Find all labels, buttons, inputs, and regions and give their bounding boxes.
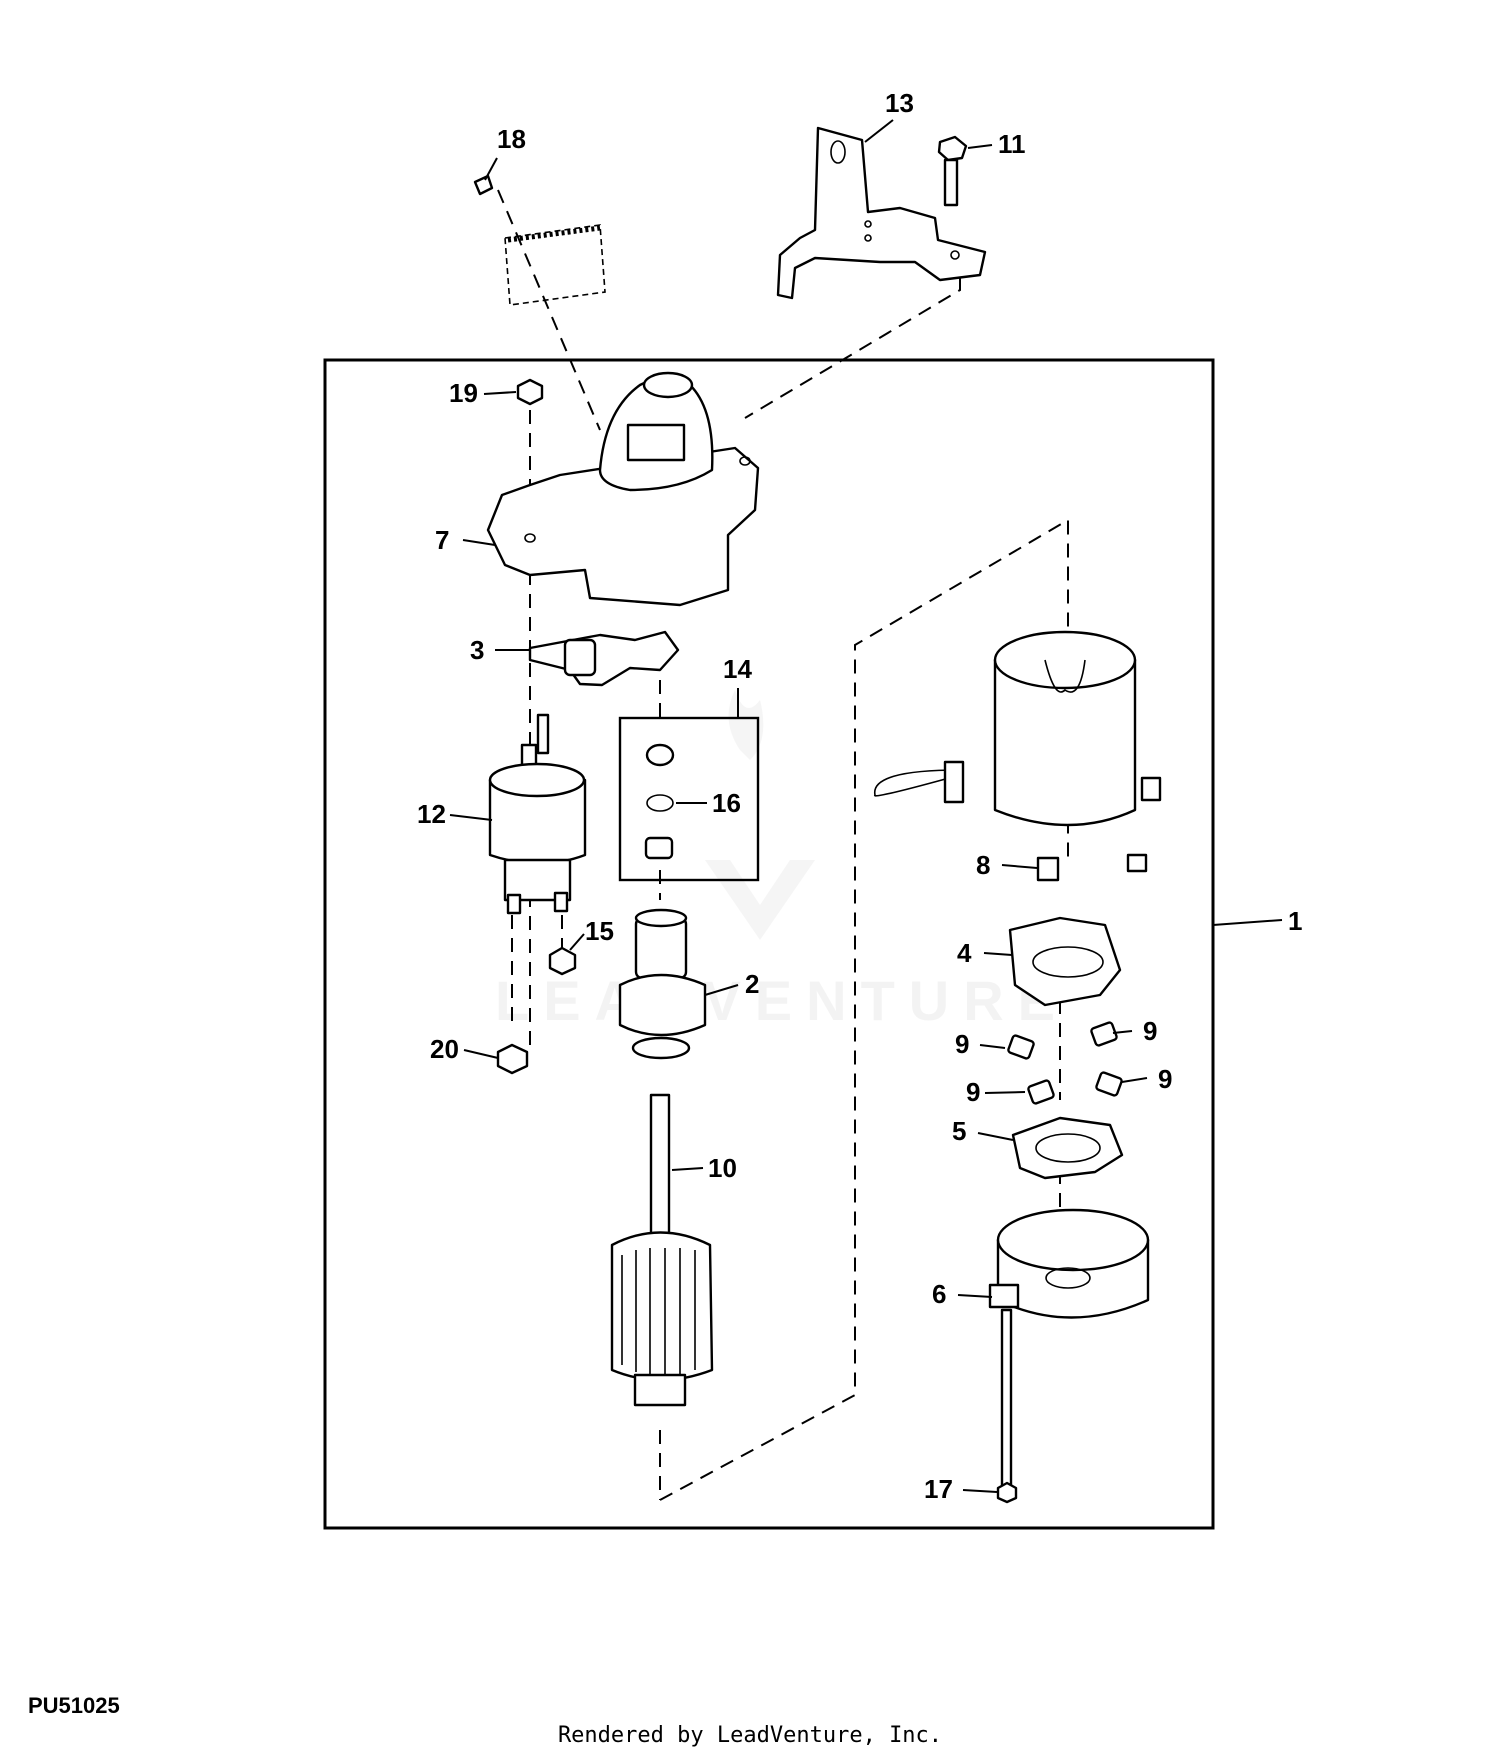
part-9-spring-b xyxy=(1090,1021,1118,1047)
part-5-brush-plate xyxy=(1011,1116,1124,1180)
callout-19: 19 xyxy=(449,378,478,408)
callout-9d: 9 xyxy=(1158,1064,1172,1094)
callout-labels: 1 2 3 4 5 6 7 8 9 9 9 9 10 11 12 13 14 1… xyxy=(417,88,1302,1504)
render-credit: Rendered by LeadVenture, Inc. xyxy=(557,1723,943,1748)
part-14-kit-box xyxy=(618,716,760,882)
callout-15: 15 xyxy=(585,916,614,946)
callout-3: 3 xyxy=(470,635,484,665)
callout-7: 7 xyxy=(435,525,449,555)
part-7-drive-housing xyxy=(486,371,760,607)
part-20-nut xyxy=(496,1043,529,1075)
assembly-frame xyxy=(323,358,1215,1530)
part-6-end-cap xyxy=(988,1208,1150,1319)
part-9-spring-c xyxy=(1027,1079,1055,1105)
watermark-text: LEADVENTURE xyxy=(495,969,1069,1032)
part-17-through-bolt xyxy=(996,1308,1018,1504)
callout-9c: 9 xyxy=(966,1077,980,1107)
callout-10: 10 xyxy=(708,1153,737,1183)
callout-16: 16 xyxy=(712,788,741,818)
part-18-decal-and-screw xyxy=(473,174,606,306)
part-13-bracket xyxy=(776,126,987,300)
part-19-nut xyxy=(516,378,544,406)
part-9-spring-a xyxy=(1007,1034,1035,1060)
leadventure-watermark-logo: LEADVENTURE xyxy=(495,690,1069,1032)
part-10-armature xyxy=(610,1093,714,1407)
callout-14: 14 xyxy=(723,654,752,684)
figure-id: PU51025 xyxy=(28,1693,120,1718)
callout-13: 13 xyxy=(885,88,914,118)
part-2-pinion-drive xyxy=(618,908,707,1060)
part-8-brush-lead xyxy=(1036,856,1060,882)
callout-2: 2 xyxy=(745,969,759,999)
callout-12: 12 xyxy=(417,799,446,829)
callout-11: 11 xyxy=(998,129,1026,159)
callout-9b: 9 xyxy=(1143,1016,1157,1046)
callout-20: 20 xyxy=(430,1034,459,1064)
part-11-bolt xyxy=(937,135,968,207)
part-12-solenoid xyxy=(488,713,587,915)
callout-4: 4 xyxy=(957,938,972,968)
part-9-spring-d xyxy=(1095,1071,1123,1097)
callout-6: 6 xyxy=(932,1279,946,1309)
callout-18: 18 xyxy=(497,124,526,154)
callout-8: 8 xyxy=(976,850,990,880)
callout-17: 17 xyxy=(924,1474,953,1504)
part-1-field-frame xyxy=(874,630,1162,873)
part-15-nut xyxy=(548,946,577,976)
callout-1: 1 xyxy=(1288,906,1302,936)
part-4-brush-holder xyxy=(1008,916,1122,1007)
leader-lines xyxy=(449,119,1283,1493)
callout-9a: 9 xyxy=(955,1029,969,1059)
part-3-shift-lever xyxy=(528,630,680,687)
callout-5: 5 xyxy=(952,1116,966,1146)
